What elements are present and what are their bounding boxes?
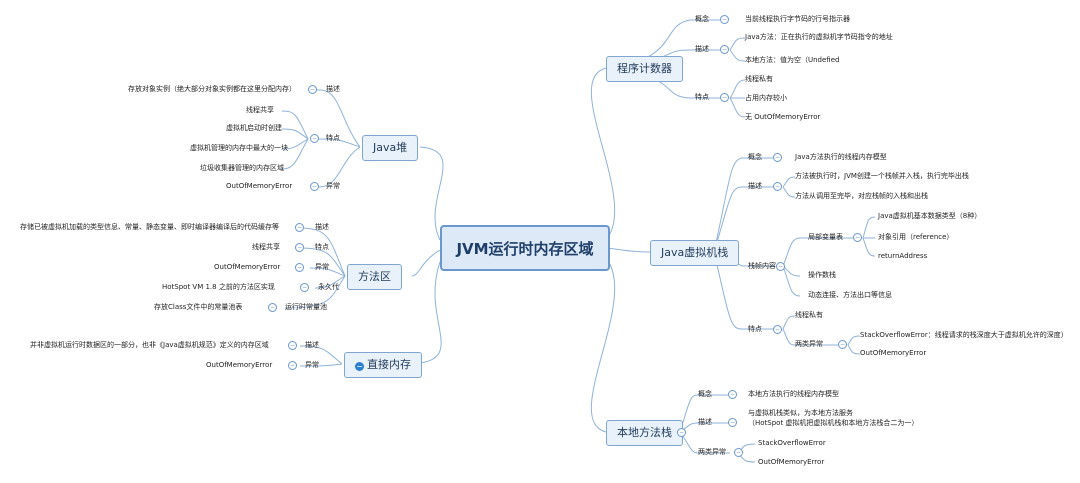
branch-native-stack[interactable]: 本地方法栈 <box>606 420 683 446</box>
direct-desc-label: 描述 <box>305 341 319 349</box>
collapse-icon[interactable]: − <box>838 340 847 349</box>
branch-heap[interactable]: Java堆 <box>362 135 419 161</box>
collapse-icon[interactable]: − <box>728 390 737 399</box>
root-node[interactable]: JVM运行时内存区域 <box>440 225 610 271</box>
collapse-icon[interactable]: − <box>288 341 297 350</box>
branch-program-counter[interactable]: 程序计数器 <box>606 56 683 82</box>
direct-exc: OutOfMemoryError <box>206 361 273 369</box>
native-concept-label: 概念 <box>698 390 712 398</box>
collapse-icon[interactable]: − <box>853 233 862 242</box>
collapse-icon[interactable]: − <box>310 134 319 143</box>
branch-method-area[interactable]: 方法区 <box>347 264 402 290</box>
collapse-icon[interactable]: − <box>295 243 304 252</box>
method-desc: 存储已被虚拟机加载的类型信息、常量、静态变量、即时编译器编译后的代码缓存等 <box>20 223 279 231</box>
jvm-desc-label: 描述 <box>748 182 762 190</box>
jvm-feature-label: 特点 <box>748 325 762 333</box>
method-feature: 线程共享 <box>252 243 280 251</box>
heap-desc: 存放对象实例（绝大部分对象实例都在这里分配内存） <box>128 85 296 93</box>
native-exc-label: 两类异常 <box>698 448 726 456</box>
collapse-icon[interactable]: − <box>310 182 319 191</box>
heap-feature-label: 特点 <box>326 134 340 142</box>
method-perm: HotSpot VM 1.8 之前的方法区实现 <box>162 283 275 291</box>
native-exc-item: OutOfMemoryError <box>758 458 825 466</box>
collapse-icon[interactable]: − <box>720 15 729 24</box>
pc-concept-label: 概念 <box>695 15 709 23</box>
pc-feature: 占用内存较小 <box>745 94 787 102</box>
heap-feature: 垃圾收集器管理的内存区域 <box>200 164 284 172</box>
collapse-icon[interactable]: − <box>268 303 277 312</box>
native-desc-label: 描述 <box>698 418 712 426</box>
heap-feature: 虚拟机管理的内存中最大的一块 <box>190 144 288 152</box>
pc-desc-native: 本地方法：值为空（Undefied <box>745 56 840 64</box>
heap-feature: 线程共享 <box>246 106 274 114</box>
native-concept: 本地方法执行的线程内存模型 <box>748 390 839 398</box>
method-feature-label: 特点 <box>315 243 329 251</box>
native-exc-item: StackOverflowError <box>758 439 826 447</box>
collapse-icon[interactable]: − <box>773 153 782 162</box>
method-pool-label: 运行时常量池 <box>285 303 327 311</box>
minus-circle-icon[interactable]: − <box>355 362 364 371</box>
heap-desc-label: 描述 <box>326 85 340 93</box>
heap-exc: OutOfMemoryError <box>226 182 293 190</box>
branch-direct-memory[interactable]: −直接内存 <box>344 352 422 378</box>
jvm-local-item: Java虚拟机基本数据类型（8种） <box>878 212 982 220</box>
method-exc-label: 异常 <box>315 263 329 271</box>
jvm-operand-stack: 操作数栈 <box>808 271 836 279</box>
method-exc: OutOfMemoryError <box>214 263 281 271</box>
jvm-locals-label: 局部变量表 <box>808 233 843 241</box>
jvm-exc-label: 两类异常 <box>795 340 823 348</box>
collapse-icon[interactable]: − <box>776 262 785 271</box>
jvm-local-item: returnAddress <box>878 252 928 260</box>
method-pool: 存放Class文件中的常量池表 <box>154 303 243 311</box>
jvm-exc-item: OutOfMemoryError <box>860 349 927 357</box>
native-desc: （HotSpot 虚拟机把虚拟机栈和本地方法栈合二为一） <box>748 419 919 427</box>
collapse-icon[interactable]: − <box>720 45 729 54</box>
collapse-icon[interactable]: − <box>300 283 309 292</box>
direct-desc: 并非虚拟机运行时数据区的一部分，也非《Java虚拟机规范》定义的内存区域 <box>30 341 269 349</box>
collapse-icon[interactable]: − <box>720 93 729 102</box>
pc-desc-label: 描述 <box>695 45 709 53</box>
method-desc-label: 描述 <box>315 223 329 231</box>
jvm-desc: 方法从调用至完毕，对应栈帧的入栈和出栈 <box>795 192 928 200</box>
pc-desc-java: Java方法：正在执行的虚拟机字节码指令的地址 <box>745 33 893 41</box>
jvm-concept-label: 概念 <box>748 153 762 161</box>
collapse-icon[interactable]: − <box>773 325 782 334</box>
collapse-icon[interactable]: − <box>295 263 304 272</box>
collapse-icon[interactable]: − <box>728 418 737 427</box>
jvm-frame-label: 栈帧内容 <box>748 262 776 270</box>
native-desc: 与虚拟机栈类似，为本地方法服务 <box>748 409 853 417</box>
collapse-icon[interactable]: − <box>295 223 304 232</box>
heap-exc-label: 异常 <box>326 182 340 190</box>
collapse-icon[interactable]: − <box>734 448 743 457</box>
pc-concept: 当前线程执行字节码的行号指示器 <box>745 15 850 23</box>
pc-feature: 无 OutOfMemoryError <box>745 113 821 121</box>
method-perm-label: 永久代 <box>318 283 339 291</box>
branch-jvm-stack[interactable]: Java虚拟机栈 <box>650 240 740 266</box>
jvm-local-item: 对象引用（reference） <box>878 233 954 241</box>
collapse-icon[interactable]: − <box>677 428 686 437</box>
jvm-private: 线程私有 <box>795 311 823 319</box>
heap-feature: 虚拟机启动时创建 <box>226 124 282 132</box>
jvm-concept: Java方法执行的线程内存模型 <box>795 153 887 161</box>
direct-memory-title: 直接内存 <box>367 358 411 371</box>
direct-exc-label: 异常 <box>305 361 319 369</box>
jvm-desc: 方法被执行时，JVM创建一个栈帧并入栈，执行完毕出栈 <box>795 172 969 180</box>
jvm-frame-other: 动态连接、方法出口等信息 <box>808 291 892 299</box>
collapse-icon[interactable]: − <box>773 182 782 191</box>
collapse-icon[interactable]: − <box>288 361 297 370</box>
pc-feature-label: 特点 <box>695 93 709 101</box>
pc-feature: 线程私有 <box>745 75 773 83</box>
jvm-exc-item: StackOverflowError：线程请求的栈深度大于虚拟机允许的深度） <box>860 331 1068 339</box>
collapse-icon[interactable]: − <box>308 85 317 94</box>
